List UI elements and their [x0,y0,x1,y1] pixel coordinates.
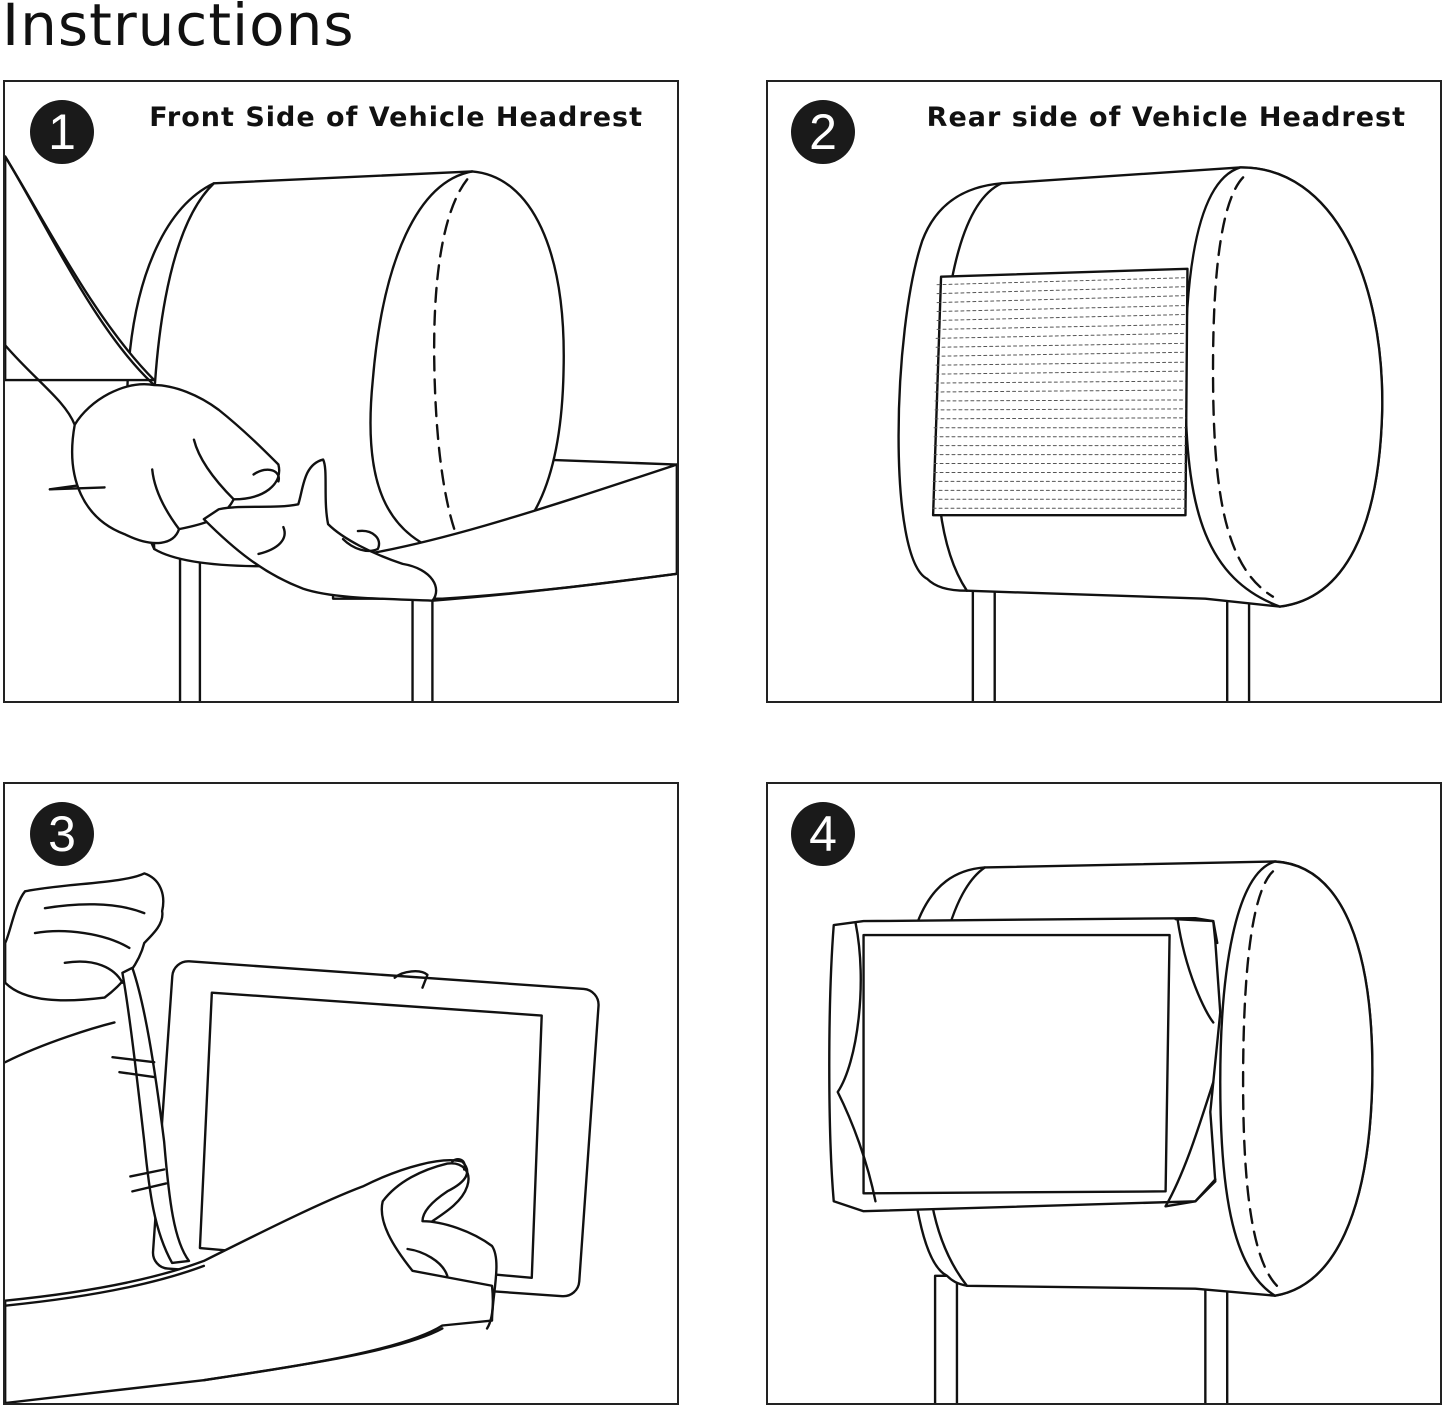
step-1-illustration [5,155,677,701]
step-4-panel: 4 [766,782,1442,1405]
step-number-badge: 2 [791,100,855,164]
step-2-caption: Rear side of Vehicle Headrest [926,102,1406,133]
step-number-badge: 4 [791,802,855,866]
page-title: Instructions [2,0,355,59]
step-1-panel: 1 Front Side of Vehicle Headrest [3,80,679,703]
step-1-caption: Front Side of Vehicle Headrest [149,102,643,133]
step-4-illustration [828,860,1374,1403]
step-number-badge: 3 [30,802,94,866]
step-2-illustration [897,166,1384,701]
step-3-illustration [5,872,600,1403]
step-2-panel: 2 Rear side of Vehicle Headrest [766,80,1442,703]
step-3-panel: 3 [3,782,679,1405]
step-number-badge: 1 [30,100,94,164]
